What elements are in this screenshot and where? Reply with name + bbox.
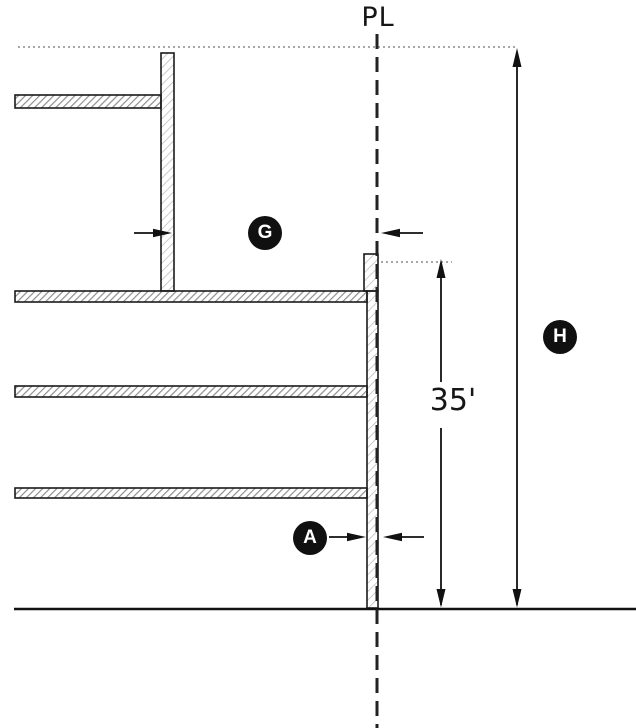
keynote-badge-g: G: [248, 216, 282, 250]
a-arrow-left-icon: [383, 532, 402, 542]
floor-slab-3: [14, 487, 368, 499]
keynote-letter-a: A: [303, 527, 317, 548]
keynote-badge-h: H: [543, 320, 577, 354]
roof-slab: [14, 94, 162, 109]
setback-a-arrows: [329, 532, 424, 542]
dimension-35ft-arrow-up: [436, 259, 446, 278]
setback-g-arrows: [134, 228, 423, 238]
dimension-h-arrow-up: [512, 48, 522, 67]
upper-wall: [160, 52, 175, 292]
g-arrow-right-icon: [153, 228, 172, 238]
keynote-badge-a: A: [293, 521, 327, 555]
height-dimension-label: 35': [429, 383, 477, 418]
property-line-label: PL: [361, 2, 395, 33]
dimension-35ft-arrow-down: [436, 589, 446, 608]
floor-slab-2: [14, 385, 368, 398]
g-arrow-left-icon: [381, 228, 400, 238]
building-section: [14, 52, 379, 609]
a-arrow-right-icon: [347, 532, 366, 542]
dimension-overall-height: [512, 48, 522, 608]
mid-roof-slab: [14, 290, 368, 303]
keynote-letter-h: H: [553, 326, 567, 347]
dimension-h-arrow-down: [512, 589, 522, 608]
keynote-letter-g: G: [257, 222, 273, 243]
dimension-35ft: [436, 259, 446, 608]
